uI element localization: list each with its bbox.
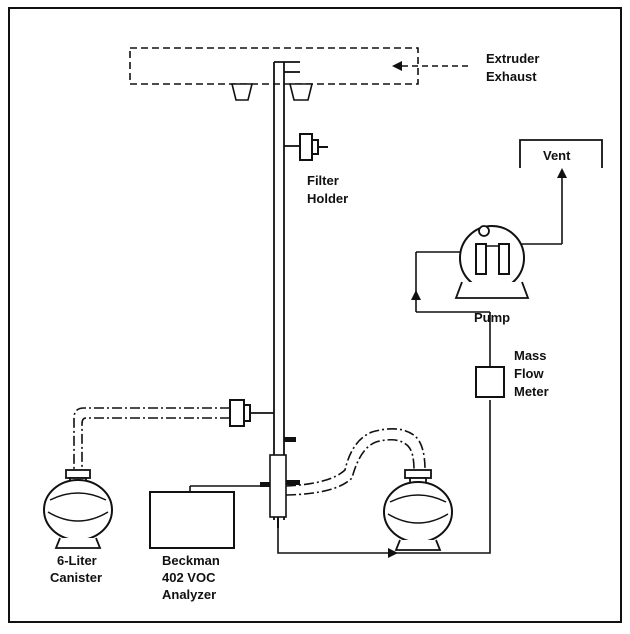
label-holder: Holder (307, 191, 348, 206)
lower-filter-holder (229, 399, 274, 427)
label-mass: Mass (514, 348, 547, 363)
label-beckman: Beckman (162, 553, 220, 568)
voc-analyzer (149, 485, 260, 549)
canister-sample-line (73, 407, 230, 470)
flow-loop (277, 168, 567, 558)
label-402-voc: 402 VOC (162, 570, 216, 585)
label-6-liter: 6-Liter (57, 553, 97, 568)
left-canister (43, 469, 113, 549)
figure-frame (8, 7, 622, 623)
label-pump: Pump (474, 310, 510, 325)
label-analyzer: Analyzer (162, 587, 216, 602)
label-canister: Canister (50, 570, 102, 585)
vent-box (519, 139, 603, 168)
label-extruder: Extruder (486, 51, 539, 66)
label-flow: Flow (514, 366, 544, 381)
label-filter: Filter (307, 173, 339, 188)
right-canister-line (285, 428, 426, 496)
filter-holder (284, 133, 328, 161)
label-vent: Vent (543, 148, 571, 163)
pump (454, 225, 530, 299)
right-canister (383, 469, 453, 551)
extruder-duct (129, 47, 468, 101)
label-exhaust: Exhaust (486, 69, 537, 84)
sampling-probe (260, 61, 300, 528)
label-meter: Meter (514, 384, 549, 399)
